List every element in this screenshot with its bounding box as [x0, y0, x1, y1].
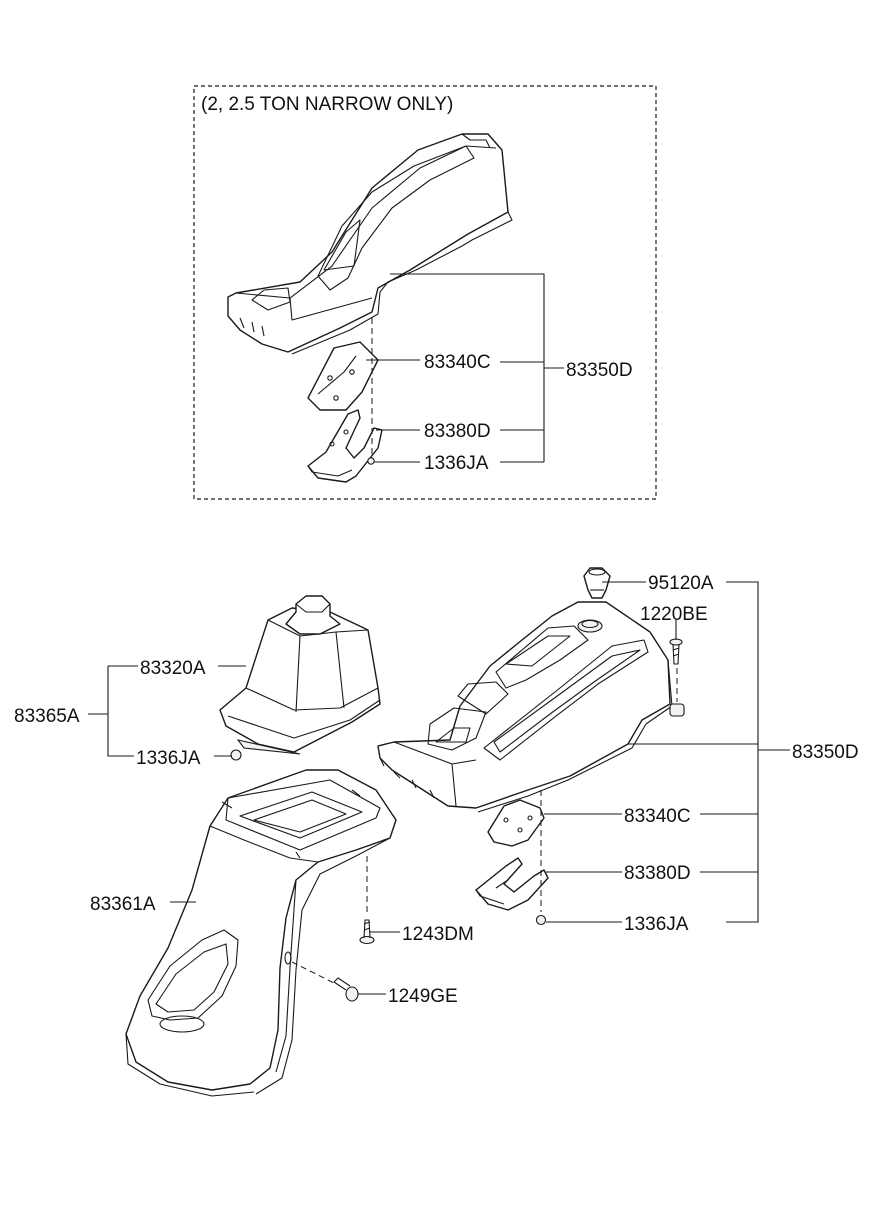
label-assembly: 83350D	[792, 742, 859, 763]
inset-bracket-part	[307, 409, 383, 483]
lower-console-part	[125, 769, 397, 1097]
screw-lower-part	[359, 919, 375, 945]
label-bracket: 83380D	[624, 863, 691, 884]
label-clip: 1336JA	[624, 914, 689, 935]
inset-note: (2, 2.5 TON NARROW ONLY)	[201, 94, 453, 115]
inset-label-assembly: 83350D	[566, 360, 633, 381]
inset-pad-part	[307, 341, 379, 411]
label-boot: 83320A	[140, 658, 206, 679]
inset-frame	[193, 85, 657, 500]
inset-label-clip: 1336JA	[424, 453, 489, 474]
label-socket: 95120A	[648, 573, 714, 594]
screw-side-guide	[291, 961, 337, 985]
bracket-part	[475, 857, 549, 911]
grommet-part	[669, 703, 685, 717]
inset-narrow-only: (2, 2.5 TON NARROW ONLY)	[193, 85, 657, 500]
label-pad: 83340C	[624, 806, 691, 827]
pad-part	[487, 799, 545, 847]
inset-label-pad: 83340C	[424, 352, 491, 373]
inset-leaders	[366, 273, 564, 463]
boot-clip-part	[230, 749, 242, 761]
label-boot-assembly: 83365A	[14, 706, 80, 727]
inset-label-bracket: 83380D	[424, 421, 491, 442]
inset-upper-console	[227, 133, 513, 355]
label-screw-lower: 1243DM	[402, 924, 474, 945]
label-screw-top: 1220BE	[640, 604, 708, 625]
inset-clip-part	[367, 457, 375, 465]
label-screw-side: 1249GE	[388, 986, 458, 1007]
label-clip-boot: 1336JA	[136, 748, 201, 769]
boot-part	[219, 595, 381, 755]
socket-part	[583, 567, 611, 599]
label-lower-console: 83361A	[90, 894, 156, 915]
screw-side-part	[333, 977, 359, 1002]
screw-top-part	[669, 638, 683, 665]
clip-part	[535, 914, 547, 926]
main-leaders	[88, 581, 790, 995]
upper-console-part	[377, 601, 673, 813]
